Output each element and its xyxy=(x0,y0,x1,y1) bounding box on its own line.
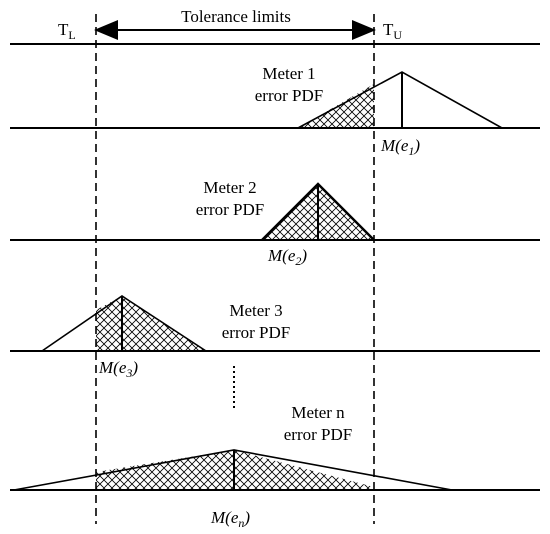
meter-1-subtitle: error PDF xyxy=(255,86,323,105)
meter-2-subtitle: error PDF xyxy=(196,200,264,219)
lower-limit-label: TL xyxy=(58,20,76,42)
meter-n-title: Meter n xyxy=(291,403,345,422)
meter-3-pdf: Meter 3 error PDF M(e3) xyxy=(10,295,540,380)
meter-1-title: Meter 1 xyxy=(262,64,315,83)
meter-2-title: Meter 2 xyxy=(203,178,256,197)
meter-3-subtitle: error PDF xyxy=(222,323,290,342)
meter-n-mean-label: M(en) xyxy=(210,508,250,530)
upper-limit-label: TU xyxy=(383,20,402,42)
meter-3-hatched-area xyxy=(96,296,206,351)
tolerance-limits-label: Tolerance limits xyxy=(181,7,291,26)
meter-2-mean-label: M(e2) xyxy=(267,246,307,268)
meter-2-pdf: Meter 2 error PDF M(e2) xyxy=(10,178,540,268)
meter-3-mean-label: M(e3) xyxy=(98,358,138,380)
meter-1-mean-label: M(e1) xyxy=(380,136,420,158)
meter-n-pdf: Meter n error PDF M(en) xyxy=(10,403,540,530)
meter-3-title: Meter 3 xyxy=(229,301,282,320)
meter-n-subtitle: error PDF xyxy=(284,425,352,444)
meter-1-pdf: Meter 1 error PDF M(e1) xyxy=(10,64,540,158)
tolerance-header: Tolerance limits TL TU xyxy=(10,7,540,45)
